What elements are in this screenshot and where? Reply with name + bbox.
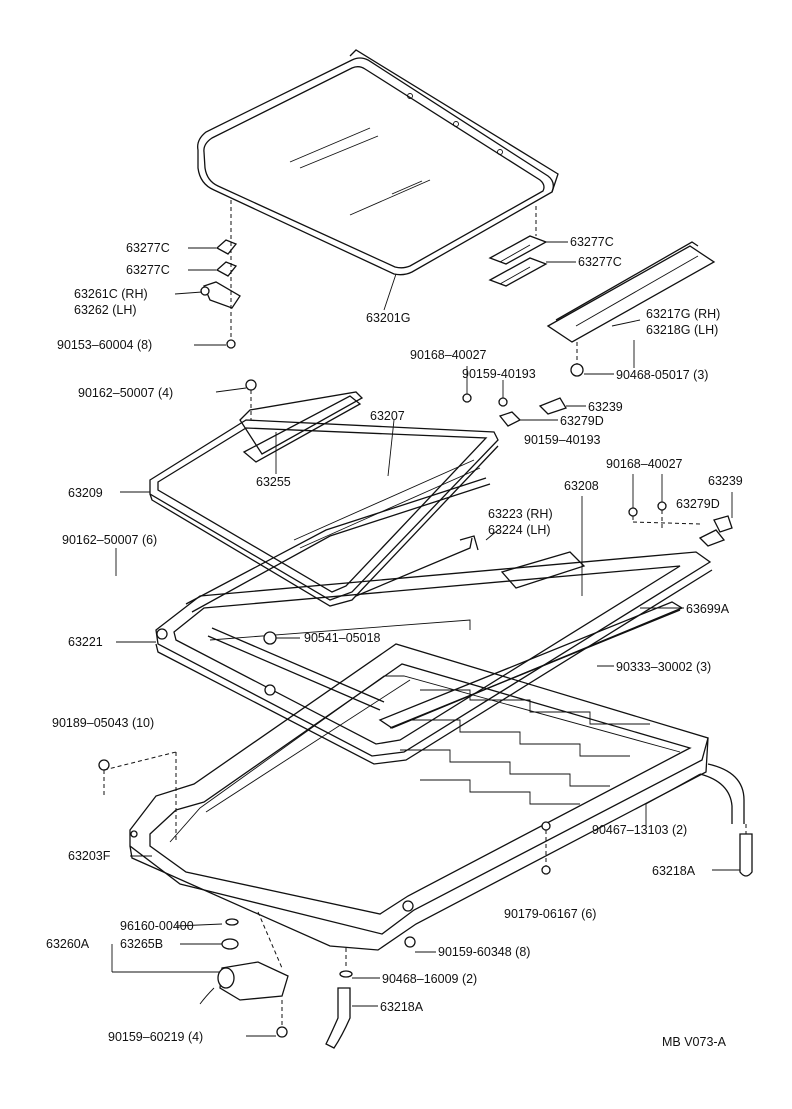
label-90179-06167: 90179-06167 (6): [504, 907, 596, 921]
sunroof-motor: [199, 911, 289, 1038]
glass-panel: [197, 49, 559, 276]
label-63221: 63221: [68, 635, 103, 649]
label-90159-60348: 90159-60348 (8): [438, 945, 530, 959]
label-63218a-right: 63218A: [652, 864, 696, 878]
diagram-code: MB V073-A: [662, 1035, 727, 1049]
label-90159-60219: 90159–60219 (4): [108, 1030, 203, 1044]
label-90168-40027-b: 90168–40027: [606, 457, 683, 471]
side-rail-rh: [546, 241, 716, 377]
label-63218g: 63218G (LH): [646, 323, 718, 337]
label-63209: 63209: [68, 486, 103, 500]
bracket-right: [488, 206, 548, 287]
drain-hose-left: [325, 936, 416, 1049]
label-63260a: 63260A: [46, 937, 90, 951]
label-63224: 63224 (LH): [488, 523, 551, 537]
label-90333-30002: 90333–30002 (3): [616, 660, 711, 674]
drive-frame: [155, 551, 713, 765]
label-63255: 63255: [256, 475, 291, 489]
label-90467-13103: 90467–13103 (2): [592, 823, 687, 837]
label-63208: 63208: [564, 479, 599, 493]
label-90189-05043: 90189–05043 (10): [52, 716, 154, 730]
bracket-left: [200, 200, 241, 349]
roof-housing: [98, 643, 709, 951]
label-63277c-a: 63277C: [126, 241, 170, 255]
label-63279d-b: 63279D: [676, 497, 720, 511]
label-63223: 63223 (RH): [488, 507, 553, 521]
label-63207: 63207: [370, 409, 405, 423]
label-63279d-a: 63279D: [560, 414, 604, 428]
label-90162-50007-4: 90162–50007 (4): [78, 386, 173, 400]
label-63277c-b: 63277C: [126, 263, 170, 277]
label-63217g: 63217G (RH): [646, 307, 720, 321]
label-63201g: 63201G: [366, 311, 410, 325]
sunshade-frame: [149, 379, 499, 607]
label-90168-40027-a: 90168–40027: [410, 348, 487, 362]
label-63277c-d: 63277C: [578, 255, 622, 269]
part-labels: 63277C 63277C 63261C (RH) 63262 (LH) 901…: [46, 235, 743, 1049]
label-90159-40193-a: 90159-40193: [462, 367, 536, 381]
label-63239-b: 63239: [708, 474, 743, 488]
label-63239-a: 63239: [588, 400, 623, 414]
label-63265b: 63265B: [120, 937, 163, 951]
label-90153-60004: 90153–60004 (8): [57, 338, 152, 352]
label-63277c-c: 63277C: [570, 235, 614, 249]
label-63699a: 63699A: [686, 602, 730, 616]
drive-cables: [185, 477, 491, 613]
label-90159-40193-b: 90159–40193: [524, 433, 601, 447]
leader-lines: [111, 241, 740, 1037]
label-90541-05018: 90541–05018: [304, 631, 381, 645]
label-90468-05017: 90468-05017 (3): [616, 368, 708, 382]
label-90162-50007-6: 90162–50007 (6): [62, 533, 157, 547]
drain-hose-right: [699, 763, 753, 877]
label-63262: 63262 (LH): [74, 303, 137, 317]
label-96160-00400: 96160-00400: [120, 919, 194, 933]
label-63203f: 63203F: [68, 849, 111, 863]
label-63261c: 63261C (RH): [74, 287, 148, 301]
label-90468-16009: 90468–16009 (2): [382, 972, 477, 986]
label-63218a-bottom: 63218A: [380, 1000, 424, 1014]
